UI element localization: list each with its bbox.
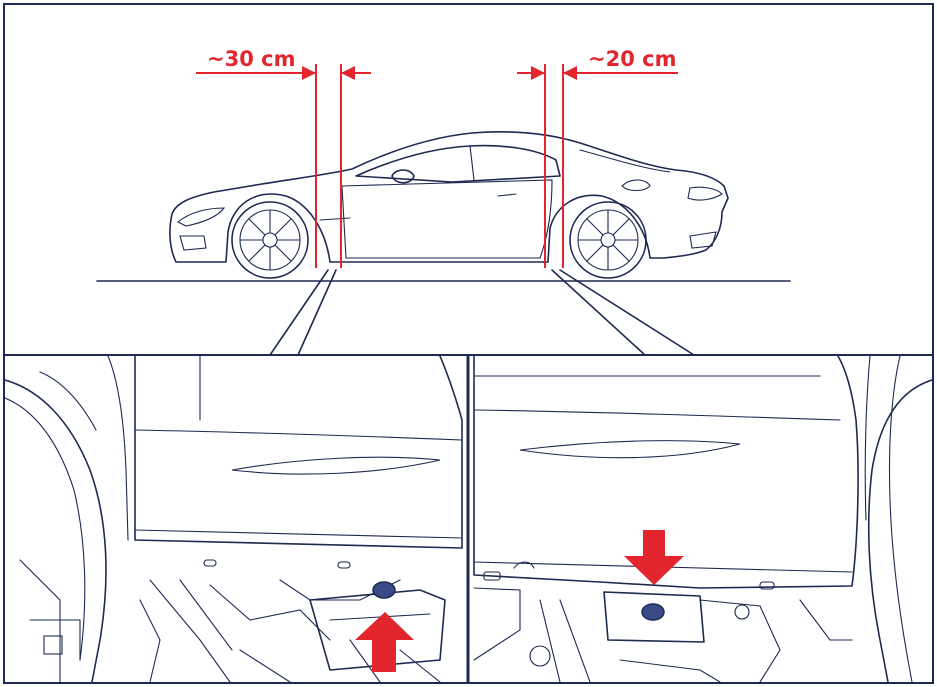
front-measurement: ~30 cm: [196, 47, 371, 268]
rear-jack-detail: [473, 356, 932, 682]
side-vent: [319, 217, 351, 221]
front-measurement-label: ~30 cm: [207, 47, 295, 71]
b-pillar: [469, 145, 475, 181]
rear-wheel: [569, 201, 647, 279]
front-arrow-left: [302, 66, 316, 80]
car-side-view: [96, 131, 791, 282]
down-arrow-icon: [624, 530, 684, 585]
rear-measurement: ~20 cm: [517, 47, 678, 268]
door-handle: [497, 193, 517, 197]
rear-jack-point: [641, 603, 665, 621]
rear-callout-right: [559, 269, 695, 356]
car-body-outline: [169, 131, 729, 263]
rear-callout-left: [551, 269, 646, 356]
rear-measurement-label: ~20 cm: [588, 47, 676, 71]
front-wheel: [231, 201, 309, 279]
rear-arrow-left: [531, 66, 545, 80]
tail-light: [687, 186, 723, 201]
fuel-cap: [621, 179, 651, 192]
front-intake: [179, 235, 207, 251]
headlight: [177, 207, 226, 227]
rear-shoulder: [579, 149, 671, 173]
front-callout-right: [297, 269, 337, 356]
front-callout-left: [269, 269, 329, 356]
up-arrow-icon: [355, 612, 414, 672]
front-jack-detail: [5, 356, 463, 682]
rear-diffuser: [689, 231, 717, 249]
front-arrow-right: [341, 66, 355, 80]
door-outline: [341, 179, 553, 259]
rear-arrow-right: [563, 66, 577, 80]
front-jack-point: [372, 581, 396, 599]
zoom-callouts: [269, 269, 695, 356]
side-mirror: [391, 169, 415, 184]
